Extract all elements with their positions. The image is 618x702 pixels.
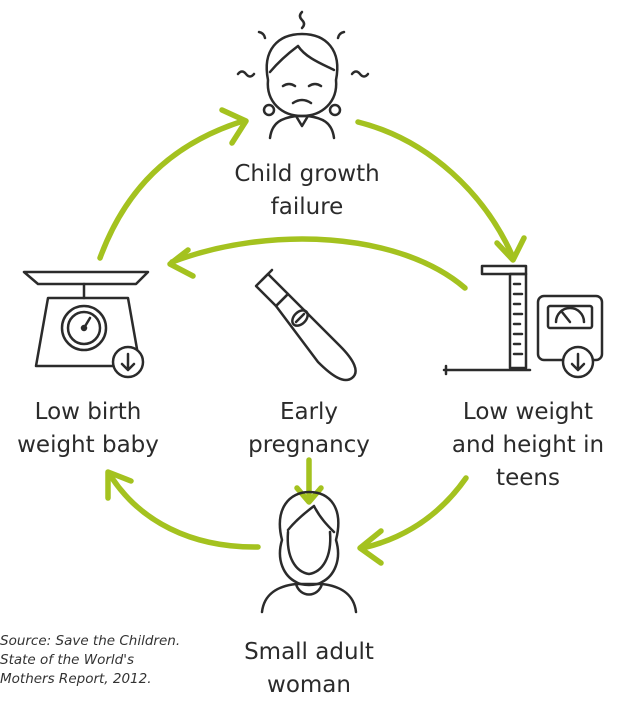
label-low-birth-weight-baby: Low birth weight baby [8, 396, 168, 462]
height-scale-icon [442, 264, 604, 379]
baby-scale-icon [22, 270, 150, 379]
arrow-teens-to-woman [357, 475, 469, 566]
arrow-woman-to-baby [105, 469, 261, 550]
source-line: Source: Save the Children. [0, 633, 181, 649]
label-line: and height in [451, 432, 605, 458]
woman-icon [260, 490, 358, 614]
label-line: failure [270, 194, 344, 220]
label-line: Early [279, 399, 339, 425]
label-small-adult-woman: Small adult woman [209, 636, 409, 702]
label-early-pregnancy: Early pregnancy [229, 396, 389, 462]
pregnancy-test-icon [254, 268, 357, 382]
arrow-teens-to-baby [167, 236, 468, 291]
label-low-weight-teens: Low weight and height in teens [440, 396, 616, 495]
arrow-pregnancy-to-woman [294, 457, 324, 505]
label-line: teens [496, 465, 560, 491]
label-child-growth-failure: Child growth failure [207, 158, 407, 224]
label-line: Child growth [234, 161, 380, 187]
sad-child-icon [236, 10, 370, 140]
label-line: Small adult [244, 639, 374, 665]
source-note: Source: Save the Children. State of the … [0, 632, 180, 689]
label-line: pregnancy [248, 432, 370, 458]
arrow-baby-to-child [97, 107, 249, 261]
source-line: Mothers Report, 2012. [0, 671, 152, 687]
arrow-child-to-teens [355, 119, 527, 263]
label-line: weight baby [17, 432, 159, 458]
label-line: Low weight [462, 399, 594, 425]
source-line: State of the World's [0, 652, 134, 668]
label-line: Low birth [34, 399, 142, 425]
label-line: woman [267, 672, 351, 698]
